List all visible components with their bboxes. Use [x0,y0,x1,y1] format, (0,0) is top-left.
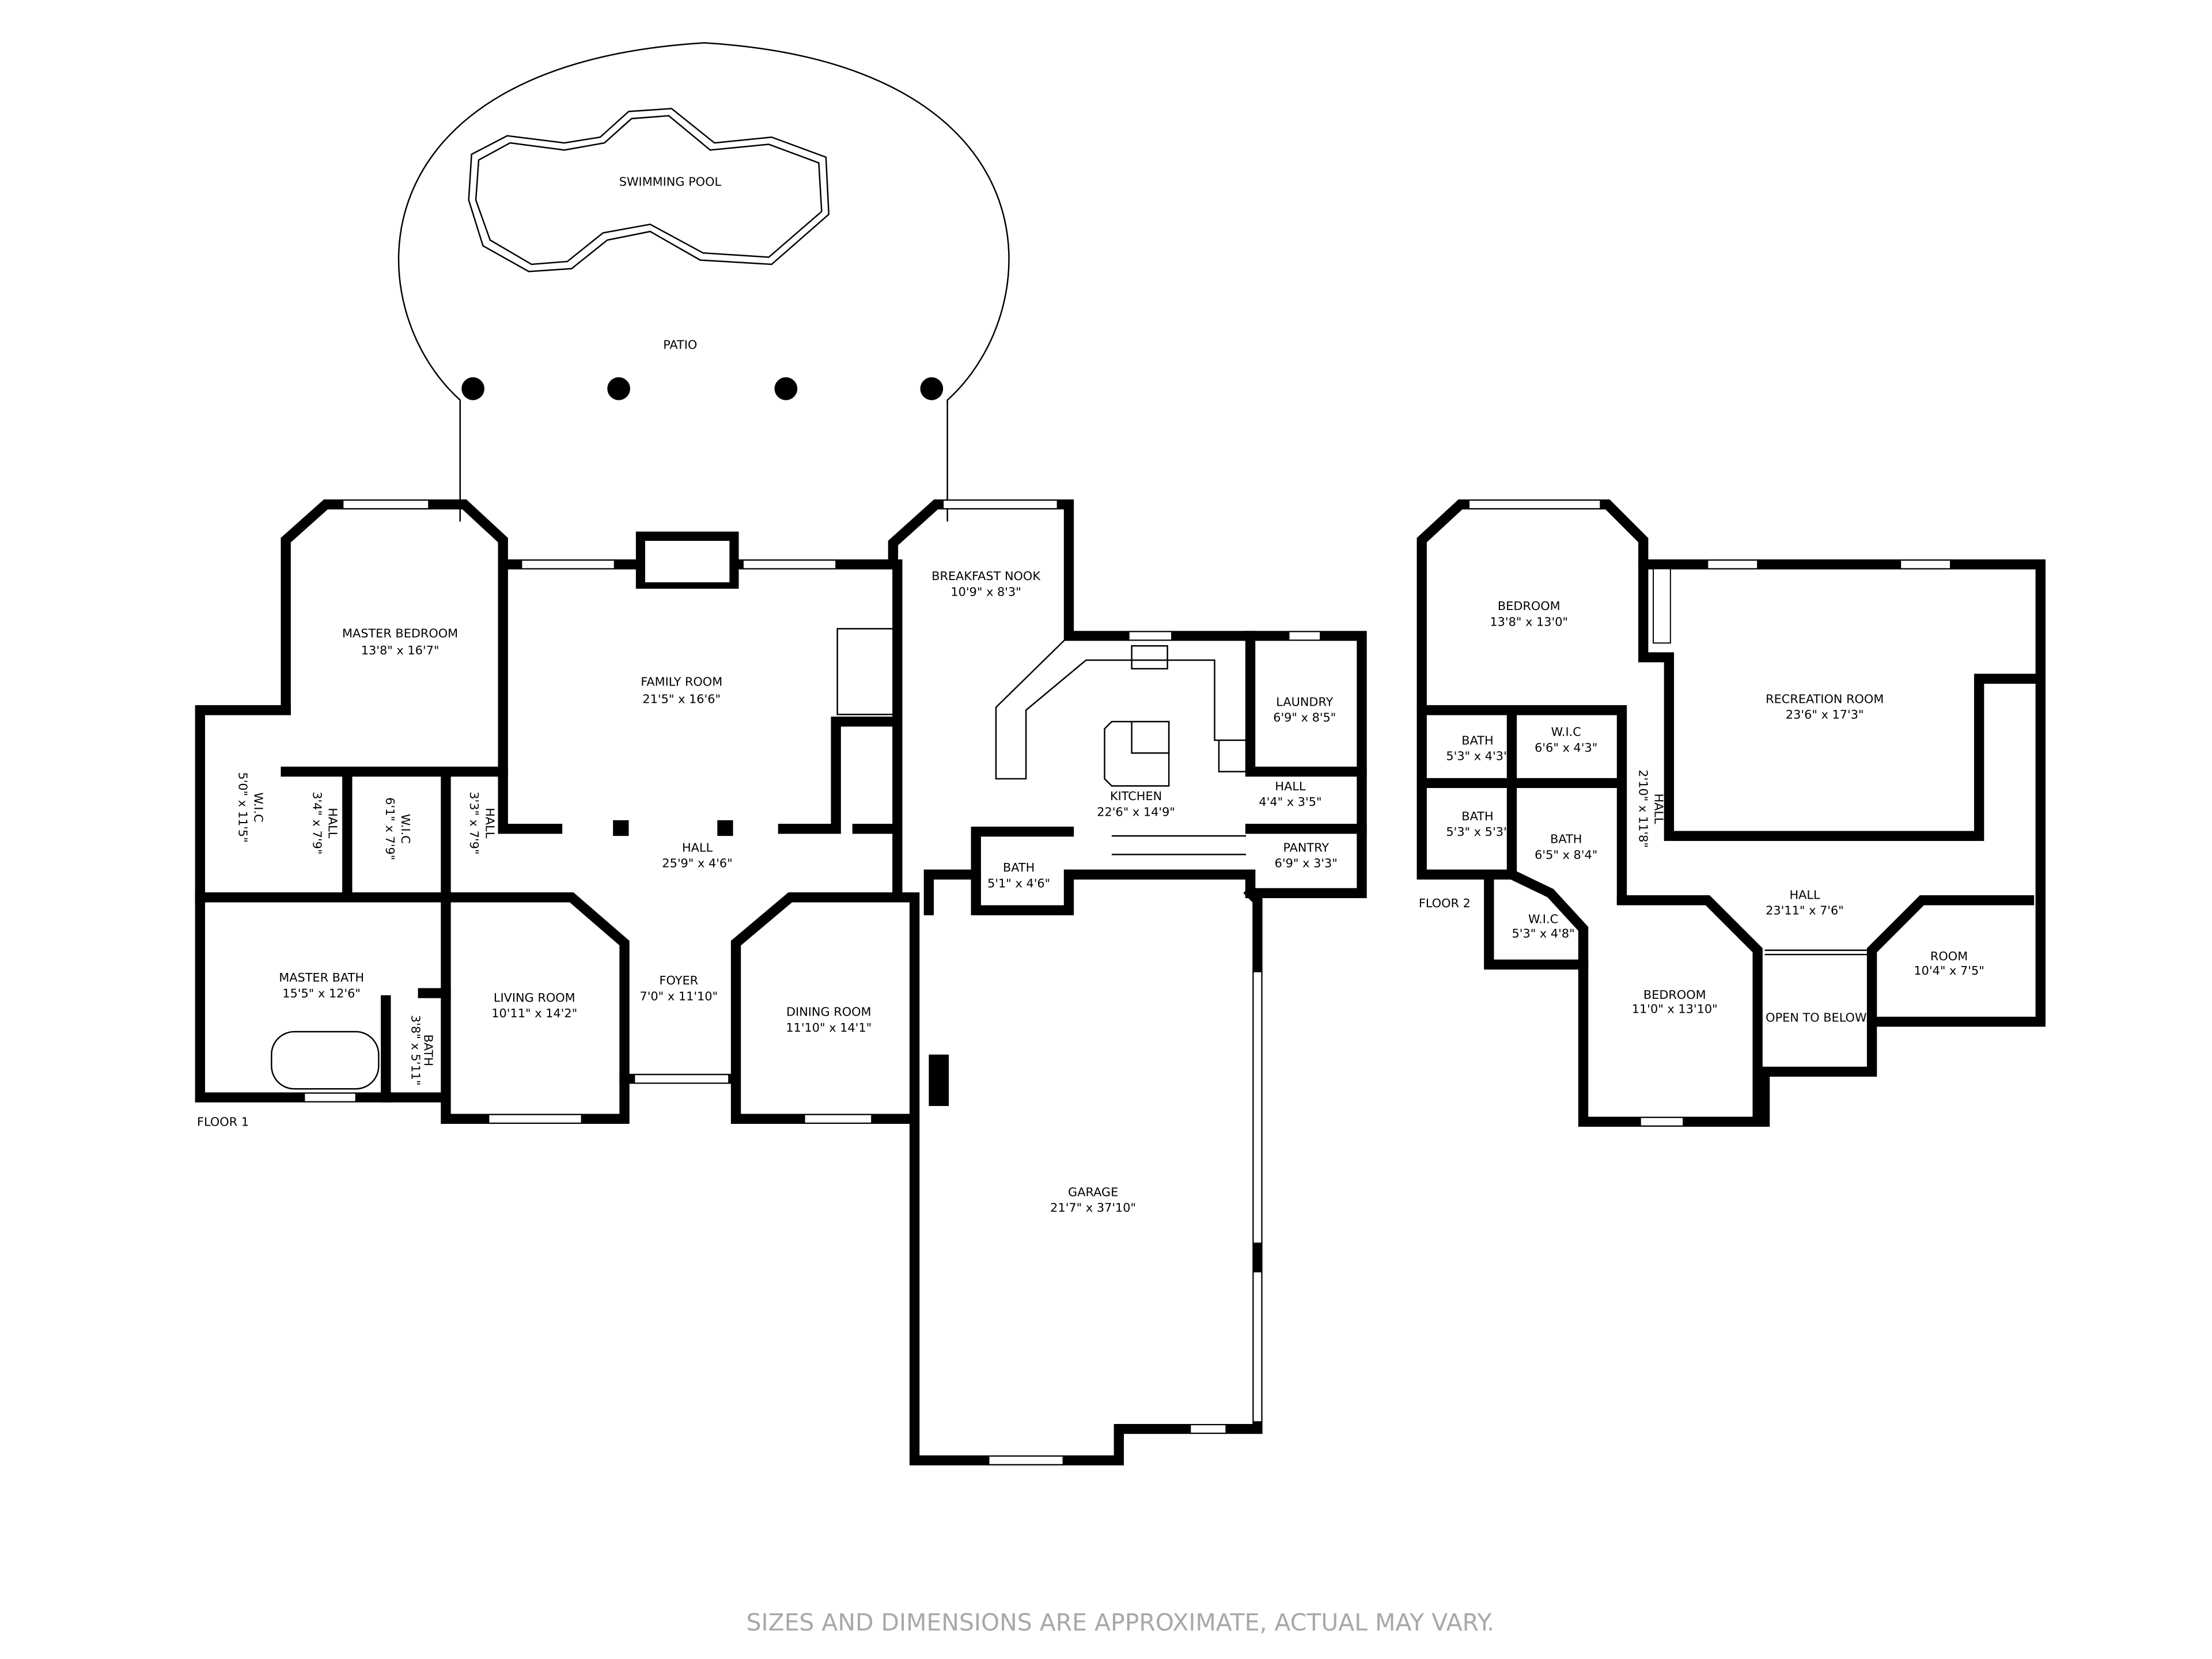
room-name: HALL [326,808,340,839]
room-size: 2'10" x 11'8" [1636,770,1650,848]
room-size: 3'3" x 7'9" [467,791,481,854]
room-size: 15'5" x 12'6" [282,986,361,1000]
floor1-walls [195,499,1367,1465]
room-size: 7'0" x 11'10" [639,989,718,1003]
pool-label: SWIMMING POOL [619,175,722,188]
room-size: 21'7" x 37'10" [1050,1201,1136,1215]
floor1-labels: FLOOR 1 SWIMMING POOL PATIO MASTER BEDRO… [197,175,1338,1214]
floor2-walls [1416,499,2046,1127]
room-size: 6'5" x 8'4" [1535,848,1597,862]
room-size: 5'1" x 4'6" [987,876,1050,890]
patio-column [461,377,484,400]
room-name: HALL [682,840,713,854]
room-name: FAMILY ROOM [641,675,722,689]
room-size: 6'9" x 8'5" [1273,711,1336,725]
room-name: BATH [1003,861,1035,874]
room-name: ROOM [1930,949,1968,963]
room-size: 6'1" x 7'9" [383,797,397,860]
room-size: 5'0" x 11'5" [236,772,249,842]
room-name: HALL [483,808,497,839]
floor2-windows [1468,499,1952,1127]
room-size: 13'8" x 16'7" [361,643,440,657]
patio-column [607,377,630,400]
room-name: BREAKFAST NOOK [931,569,1041,583]
room-name: LAUNDRY [1276,695,1333,709]
room-size: 22'6" x 14'9" [1097,805,1175,819]
swimming-pool [468,108,830,272]
room-name: PANTRY [1283,840,1329,854]
room-size: 21'5" x 16'6" [642,692,721,706]
room-name: BATH [1550,832,1582,846]
patio-column [774,377,798,400]
room-size: 11'0" x 13'10" [1632,1002,1718,1016]
floor-1-label: FLOOR 1 [197,1115,249,1129]
room-name: RECREATION ROOM [1766,692,1884,706]
patio-label: PATIO [663,338,697,351]
room-size: 6'6" x 4'3" [1535,741,1597,755]
room-name: HALL [1652,793,1666,824]
room-size: 6'9" x 3'3" [1275,857,1338,870]
room-name: MASTER BEDROOM [342,626,458,640]
room-name: W.I.C [399,814,412,844]
room-name: BEDROOM [1498,599,1560,613]
room-size: 5'3" x 4'3" [1446,749,1509,763]
room-name: W.I.C [1528,912,1558,926]
room-size: 13'8" x 13'0" [1490,615,1568,629]
room-name: KITCHEN [1110,789,1162,803]
room-name: OPEN TO BELOW [1766,1011,1866,1025]
room-size: 5'3" x 5'3" [1446,825,1509,839]
floor-2-label: FLOOR 2 [1419,896,1471,910]
room-name: DINING ROOM [786,1005,871,1019]
room-name: BATH [1461,733,1493,747]
room-size: 10'9" x 8'3" [950,585,1021,599]
room-name: GARAGE [1068,1185,1118,1199]
room-name: LIVING ROOM [494,991,575,1005]
room-name: HALL [1789,888,1820,902]
room-size: 10'11" x 14'2" [491,1006,577,1020]
room-name: BATH [422,1035,435,1066]
room-name: W.I.C [1551,725,1581,739]
floor1-windows [304,499,1321,1465]
room-size: 23'6" x 17'3" [1786,708,1864,722]
room-size: 11'10" x 14'1" [786,1021,872,1035]
room-name: MASTER BATH [279,971,364,984]
room-name: BEDROOM [1643,988,1706,1002]
patio-column [920,377,944,400]
room-size: 10'4" x 7'5" [1914,964,1984,978]
kitchen-fixtures [271,635,1247,1090]
room-name: FOYER [659,974,698,987]
room-size: 4'4" x 3'5" [1259,795,1321,809]
room-size: 5'3" x 4'8" [1512,926,1574,940]
patio [397,42,1010,522]
disclaimer: SIZES AND DIMENSIONS ARE APPROXIMATE, AC… [746,1608,1494,1636]
room-name: HALL [1275,779,1306,793]
room-size: 23'11" x 7'6" [1766,904,1844,918]
room-size: 25'9" x 4'6" [662,857,732,870]
floor2-labels: FLOOR 2 BEDROOM 13'8" x 13'0" RECREATION… [1419,599,1984,1024]
room-size: 3'8" x 5'11" [408,1015,422,1085]
room-name: BATH [1461,809,1493,823]
room-name: W.I.C [252,792,266,822]
room-size: 3'4" x 7'9" [310,791,324,854]
